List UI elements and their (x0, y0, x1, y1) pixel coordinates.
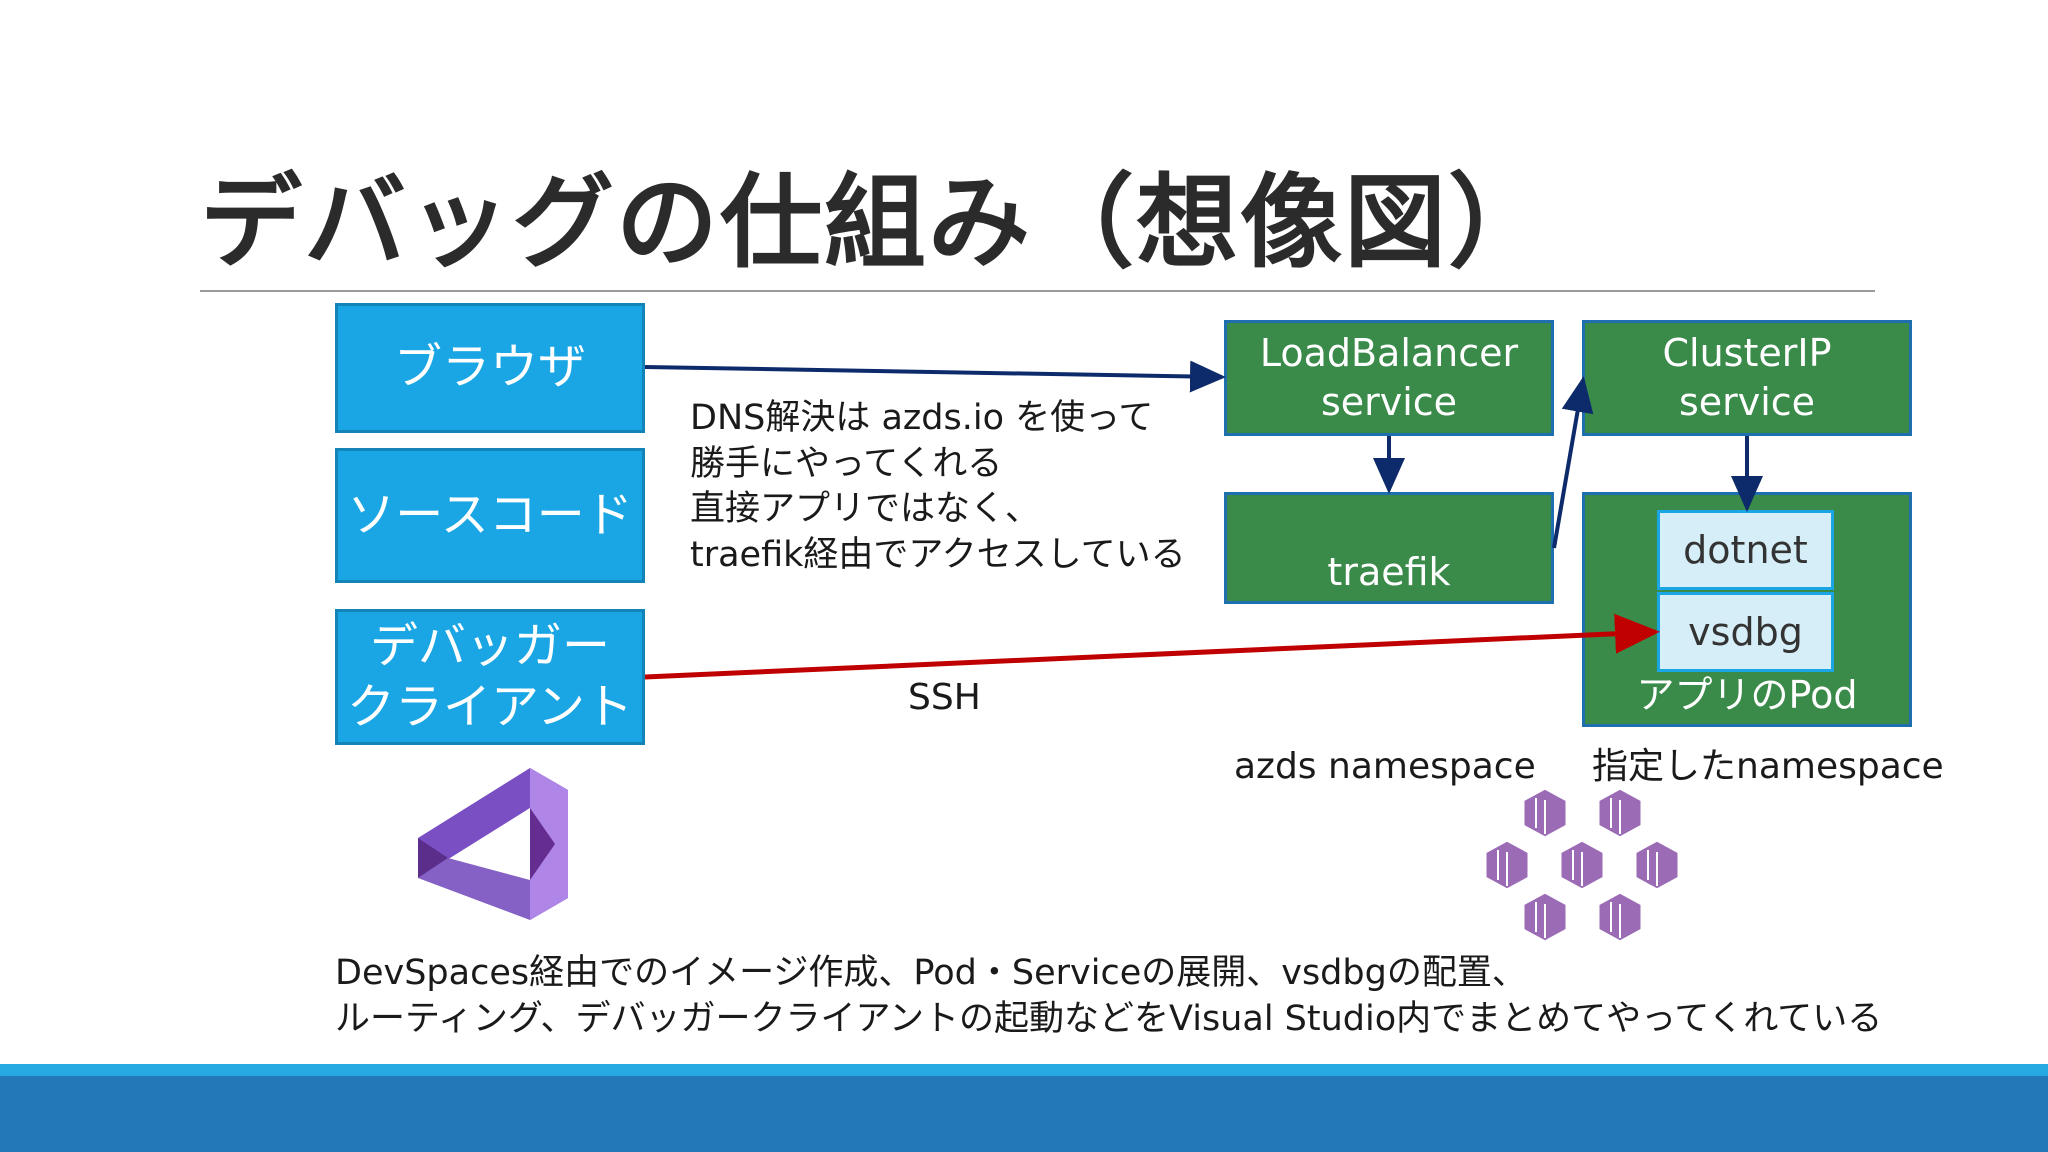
kubernetes-pods-icon (1483, 786, 1681, 944)
ssh-label: SSH (908, 677, 981, 718)
bottom-text-line2: ルーティング、デバッガークライアントの起動などをVisual Studio内でま… (335, 999, 1883, 1039)
debugger-to-vsdbg-ssh-arrow (644, 613, 1660, 680)
traefik-to-clusterip-arrow (1552, 376, 1594, 549)
footer-bar (0, 1076, 2048, 1152)
app-namespace-label: 指定したnamespace (1592, 746, 1944, 787)
page-title: デバッグの仕組み（想像図） (200, 164, 1552, 283)
traefik-box: traefik (1224, 492, 1554, 604)
azds-namespace-label: azds namespace (1234, 746, 1536, 787)
vsdbg-box: vsdbg (1657, 592, 1834, 672)
footer-accent-line (0, 1064, 2048, 1076)
debugger-client-box: デバッガー クライアント (335, 609, 645, 745)
clusterip-service-box: ClusterIP service (1582, 320, 1912, 436)
app-pod-label: アプリのPod (1636, 673, 1858, 718)
browser-box: ブラウザ (335, 303, 645, 433)
visual-studio-logo-icon (418, 768, 568, 920)
bottom-text-line1: DevSpaces経由でのイメージ作成、Pod・Serviceの展開、vsdbg… (335, 953, 1527, 993)
dotnet-box: dotnet (1657, 510, 1834, 590)
dns-notes: DNS解決は azds.io を使って 勝手にやってくれる 直接アプリではなく、… (690, 398, 1186, 575)
title-divider (200, 290, 1875, 292)
browser-to-loadbalancer-arrow (644, 360, 1226, 393)
source-code-box: ソースコード (335, 448, 645, 583)
loadbalancer-service-box: LoadBalancer service (1224, 320, 1554, 436)
